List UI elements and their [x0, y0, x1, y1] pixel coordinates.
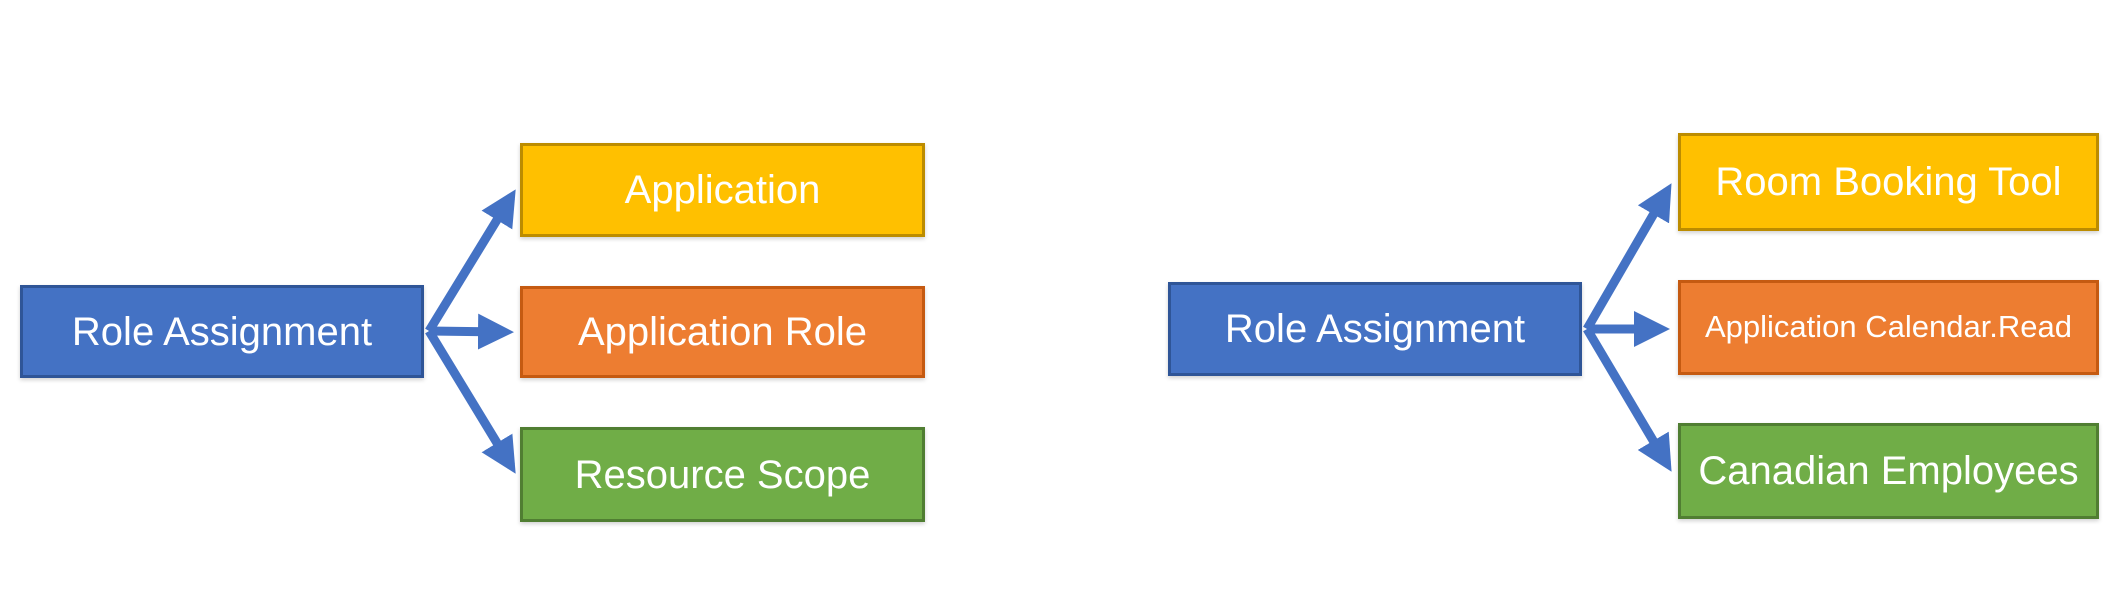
arrow-left-source-to-application	[425, 189, 516, 334]
right-room-booking-tool-box: Room Booking Tool	[1678, 133, 2099, 231]
arrow-right-source-to-room-booking-tool	[1583, 183, 1672, 332]
right-application-calendar-read-box: Application Calendar.Read	[1678, 280, 2099, 375]
right-role-assignment-label: Role Assignment	[1224, 307, 1526, 351]
right-canadian-employees-label: Canadian Employees	[1698, 449, 2079, 493]
left-application-role-box: Application Role	[520, 286, 925, 378]
arrow-right-source-to-canadian-employees	[1583, 326, 1672, 472]
right-role-assignment-box: Role Assignment	[1168, 282, 1582, 376]
arrow-left-source-to-resource-scope	[425, 328, 516, 474]
left-application-role-label: Application Role	[577, 310, 868, 354]
left-application-label: Application	[624, 168, 821, 212]
right-canadian-employees-box: Canadian Employees	[1678, 423, 2099, 519]
right-application-calendar-read-label: Application Calendar.Read	[1704, 309, 2073, 345]
left-role-assignment-box: Role Assignment	[20, 285, 424, 378]
left-application-box: Application	[520, 143, 925, 237]
left-resource-scope-label: Resource Scope	[574, 452, 871, 497]
left-resource-scope-box: Resource Scope	[520, 427, 925, 522]
left-role-assignment-label: Role Assignment	[71, 309, 373, 354]
right-room-booking-tool-label: Room Booking Tool	[1715, 160, 2062, 204]
arrow-left-source-to-application-role	[428, 313, 514, 350]
